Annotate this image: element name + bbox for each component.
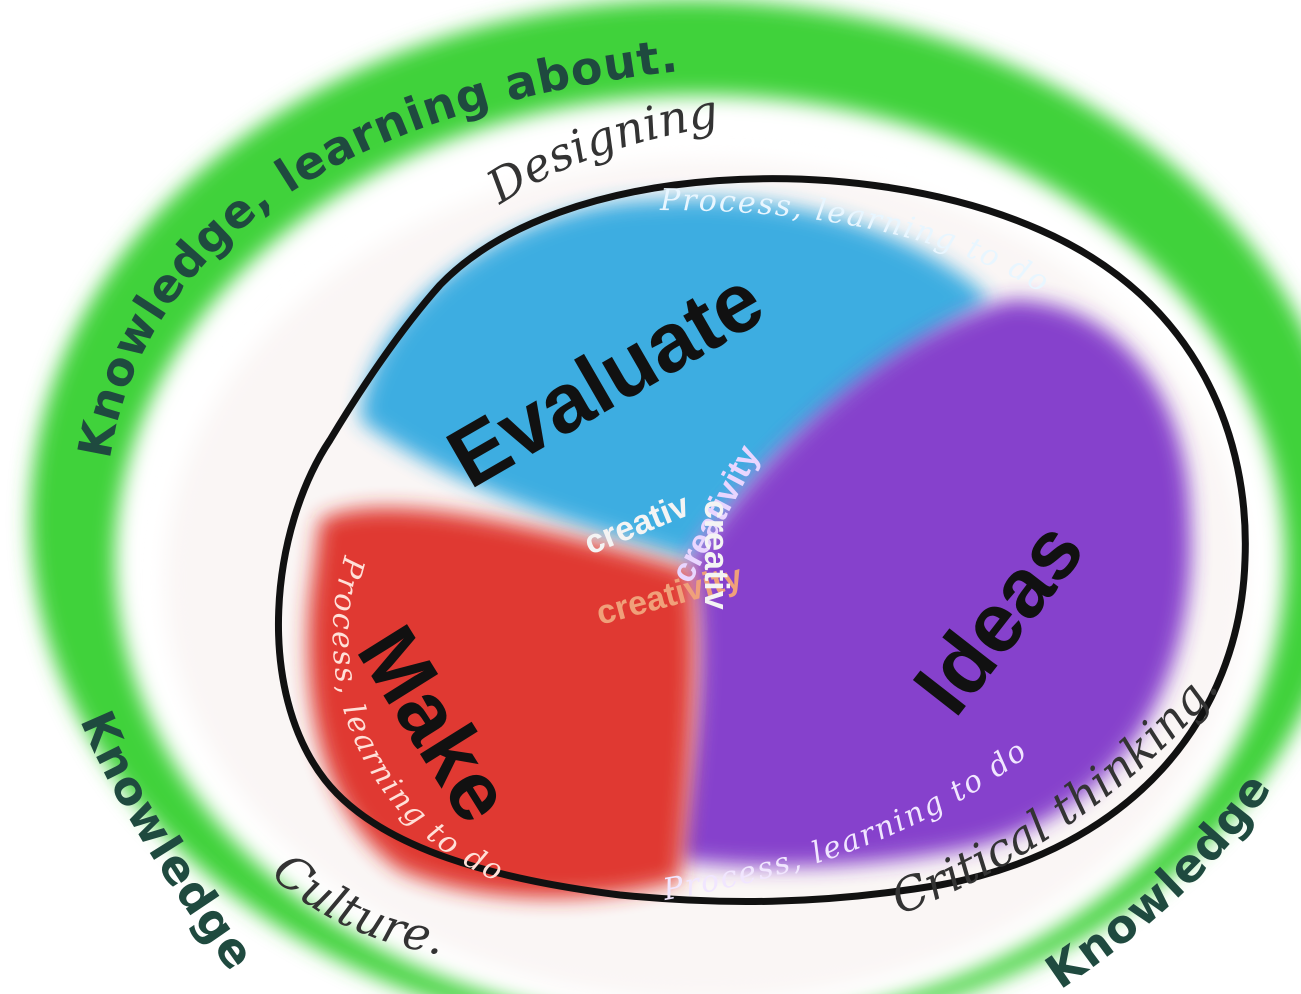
core-outline [274, 175, 1249, 906]
make-wash [308, 508, 695, 898]
creativity-text-4: creativ [697, 500, 735, 610]
ideas-wash [680, 300, 1191, 867]
evaluate-wash [360, 198, 990, 560]
watercolor-segments [308, 198, 1191, 898]
